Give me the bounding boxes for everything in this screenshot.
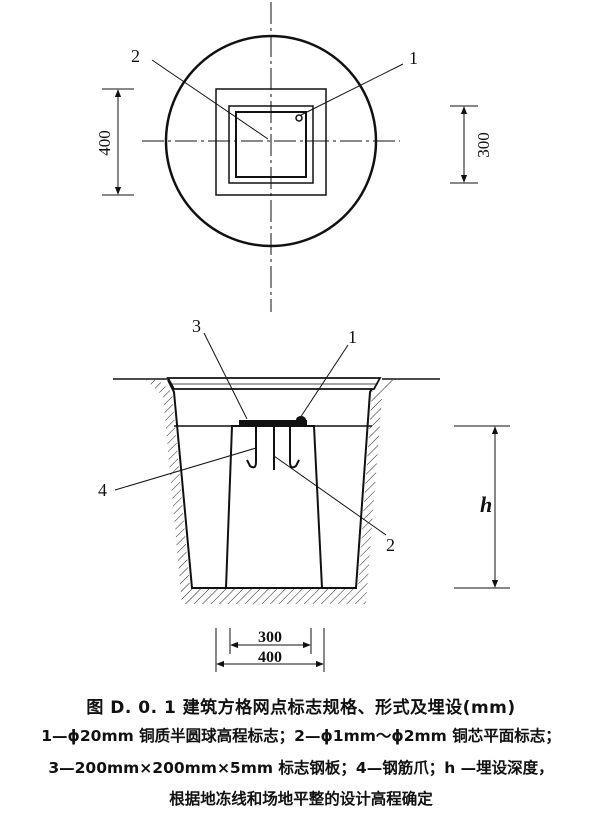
plan-view: 1 2 400 300 (95, 2, 493, 312)
survey-marker-drawing: 1 2 400 300 (95, 2, 510, 672)
plan-leader-2 (151, 59, 269, 140)
depth-symbol: h (480, 492, 492, 517)
plan-dim-right-value: 300 (474, 132, 493, 158)
steel-claw-left (246, 426, 257, 469)
caption-line-2: 3—200mm×200mm×5mm 标志钢板；4—钢筋爪；h —埋设深度， (48, 759, 554, 777)
plan-label-1: 1 (409, 48, 418, 68)
plan-dim-left-value: 400 (95, 130, 114, 156)
plan-steel-plate-outer (228, 105, 314, 184)
dim-bottom-value-400: 400 (258, 649, 282, 666)
steel-claw-right (289, 426, 300, 469)
section-label-4: 4 (98, 480, 107, 500)
figure-title: 图 D. 0. 1 建筑方格网点标志规格、形式及埋设(mm) (86, 698, 516, 718)
pit-outline (167, 379, 379, 589)
section-label-1: 1 (348, 327, 357, 347)
section-label-2: 2 (386, 535, 395, 555)
section-view: 3 1 4 2 h 300 400 (98, 316, 510, 672)
section-leader-3 (203, 332, 248, 420)
plan-leader-1 (300, 63, 404, 116)
pit-soil-hatch (146, 380, 398, 604)
dim-bottom-value-300: 300 (258, 629, 282, 646)
caption-line-1: 1—ϕ20mm 铜质半圆球高程标志；2—ϕ1mm～ϕ2mm 铜芯平面标志； (41, 727, 561, 745)
section-leader-4 (114, 447, 257, 491)
caption-line-3: 根据地冻线和场地平整的设计高程确定 (169, 790, 433, 808)
section-leader-1 (299, 344, 349, 419)
plan-copper-marker (295, 114, 303, 122)
steel-plate (239, 420, 307, 426)
copper-hemisphere (296, 416, 306, 420)
section-leader-2 (273, 455, 387, 536)
plan-label-2: 2 (131, 46, 140, 66)
section-label-3: 3 (192, 316, 201, 336)
cover-slab (166, 377, 382, 390)
plan-outer-square (215, 88, 327, 196)
plan-steel-plate-inner (235, 111, 307, 178)
